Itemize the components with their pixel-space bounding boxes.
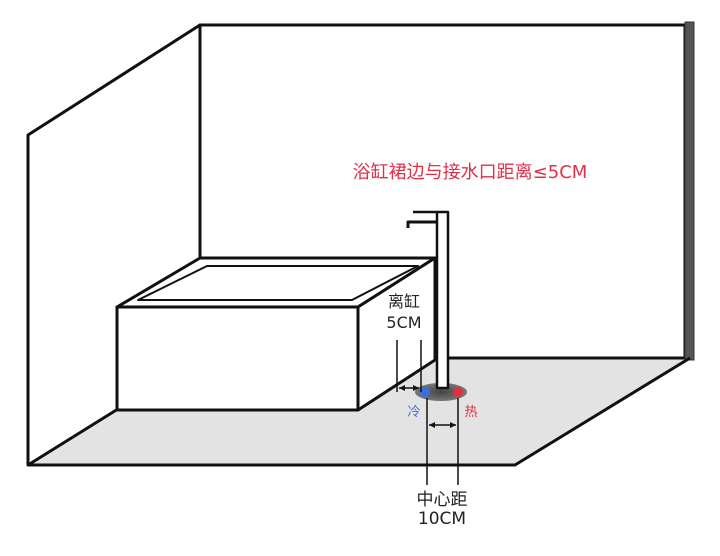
cold-inlet [420, 387, 430, 397]
hot-inlet [453, 387, 463, 397]
bathtub-side [356, 256, 437, 412]
faucet-spout [406, 220, 437, 228]
faucet-base [415, 383, 467, 401]
hot-label: 热 [464, 405, 478, 420]
gap-label-line2: 5CM [386, 313, 422, 332]
floor-edge [28, 356, 691, 467]
title-annotation: 浴缸裙边与接水口距离≤5CM [352, 162, 588, 183]
bathtub-rim [137, 265, 419, 301]
center-label-line2: 10CM [417, 509, 467, 529]
cold-label: 冷 [407, 405, 421, 420]
bathtub-front [115, 305, 360, 412]
arrow-head [413, 385, 419, 391]
arrow-head [450, 422, 456, 428]
arrow-head [429, 422, 435, 428]
wall-edge [684, 21, 695, 361]
center-label-line1: 中心距 [416, 490, 468, 510]
arrow-head [399, 385, 405, 391]
faucet-pipe [435, 210, 450, 390]
gap-label-line1: 离缸 [387, 292, 421, 311]
